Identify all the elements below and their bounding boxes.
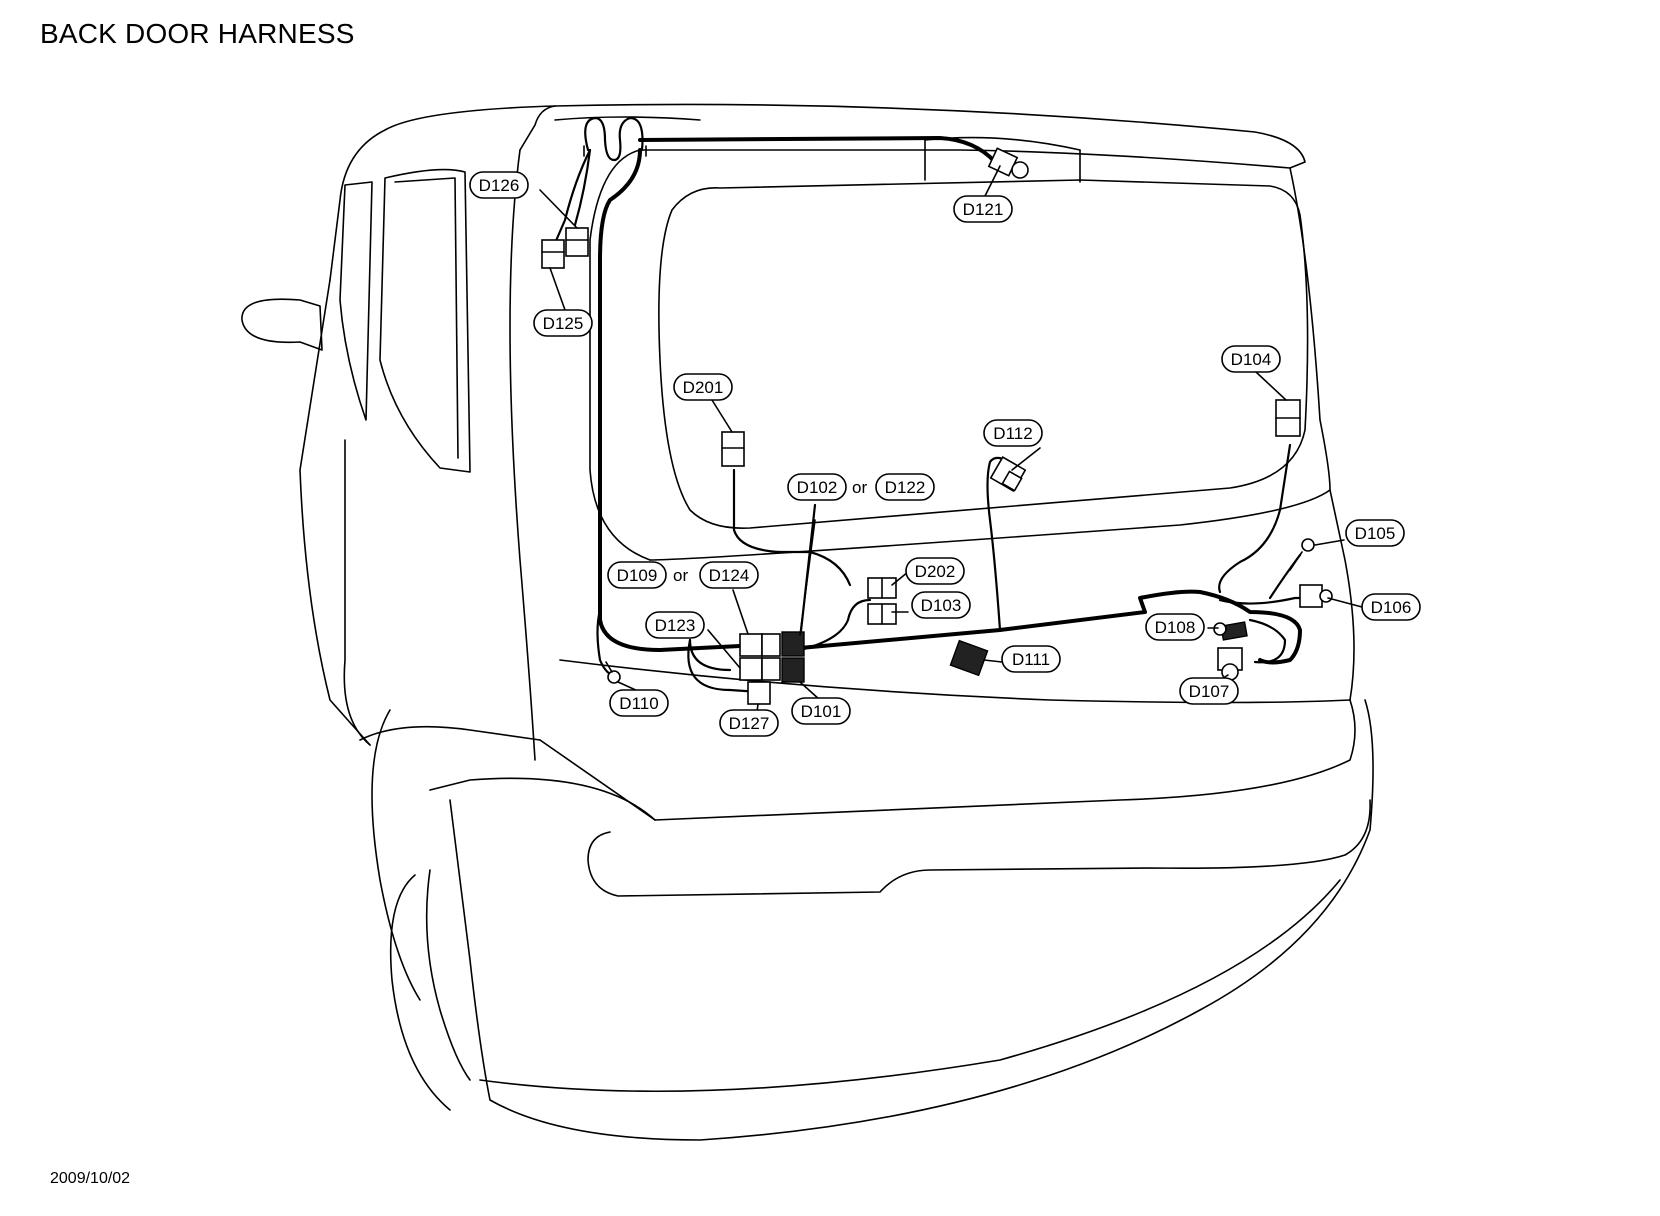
label-d122: D122	[875, 473, 935, 501]
label-d108: D108	[1145, 613, 1205, 641]
label-d103-text: D103	[921, 596, 962, 615]
label-d106-text: D106	[1371, 598, 1412, 617]
label-d107-text: D107	[1189, 682, 1230, 701]
label-d101-text: D101	[801, 702, 842, 721]
or-text-d102-d122: or	[852, 478, 867, 497]
connector-d121-body	[987, 147, 1029, 179]
label-d202: D202	[905, 557, 965, 585]
diagram-date: 2009/10/02	[50, 1170, 131, 1187]
connector-d104-body	[1275, 399, 1301, 437]
connector-symbols	[541, 147, 1333, 705]
or-text-d109-d124: or	[673, 566, 688, 585]
connector-d110-body	[605, 661, 621, 684]
connector-d111-body	[949, 639, 989, 677]
label-d126: D126	[469, 171, 529, 199]
label-d127-text: D127	[729, 714, 770, 733]
label-d103: D103	[911, 591, 971, 619]
label-d201-text: D201	[683, 378, 724, 397]
label-d201: D201	[673, 373, 733, 401]
wiring-harness	[550, 116, 1312, 694]
connector-d112-body	[989, 456, 1027, 492]
vehicle-outline	[241, 103, 1374, 1141]
label-d101: D101	[791, 697, 851, 725]
label-d110-text: D110	[619, 694, 658, 713]
label-d104: D104	[1221, 345, 1281, 373]
label-d121: D121	[953, 195, 1013, 223]
connector-d107-body	[1217, 647, 1243, 681]
label-d111-text: D111	[1012, 650, 1050, 669]
label-d109: D109	[607, 561, 667, 589]
label-d123: D123	[645, 611, 705, 639]
connector-cluster-body	[739, 631, 805, 705]
connector-d106-body	[1299, 584, 1333, 608]
label-d121-text: D121	[963, 200, 1004, 219]
label-d112: D112	[983, 419, 1043, 447]
connector-d105-body	[1289, 538, 1315, 571]
label-d104-text: D104	[1231, 350, 1272, 369]
label-d124-text: D124	[709, 566, 750, 585]
connector-d126-body	[565, 227, 589, 257]
connector-d125-body	[541, 239, 565, 269]
label-d109-text: D109	[617, 566, 658, 585]
label-d125: D125	[533, 309, 593, 337]
connector-d103-body	[867, 603, 897, 625]
label-d107: D107	[1179, 677, 1239, 705]
label-d127: D127	[719, 709, 779, 737]
label-d105-text: D105	[1355, 524, 1396, 543]
label-d112-text: D112	[993, 424, 1032, 443]
label-d105: D105	[1345, 519, 1405, 547]
label-d102-text: D102	[797, 478, 838, 497]
label-d202-text: D202	[915, 562, 956, 581]
label-d106: D106	[1361, 593, 1421, 621]
label-d108-text: D108	[1155, 618, 1196, 637]
label-d124: D124	[699, 561, 759, 589]
label-d126-text: D126	[479, 176, 520, 195]
label-d110: D110	[609, 689, 669, 717]
connector-d202-body	[867, 577, 897, 599]
label-d125-text: D125	[543, 314, 584, 333]
label-d102: D102	[787, 473, 847, 501]
label-d111: D111	[1001, 645, 1061, 673]
label-d123-text: D123	[655, 616, 696, 635]
label-d122-text: D122	[885, 478, 926, 497]
diagram-title: BACK DOOR HARNESS	[40, 18, 355, 49]
connector-d108-body	[1213, 621, 1248, 641]
connector-d201-body	[721, 431, 745, 467]
